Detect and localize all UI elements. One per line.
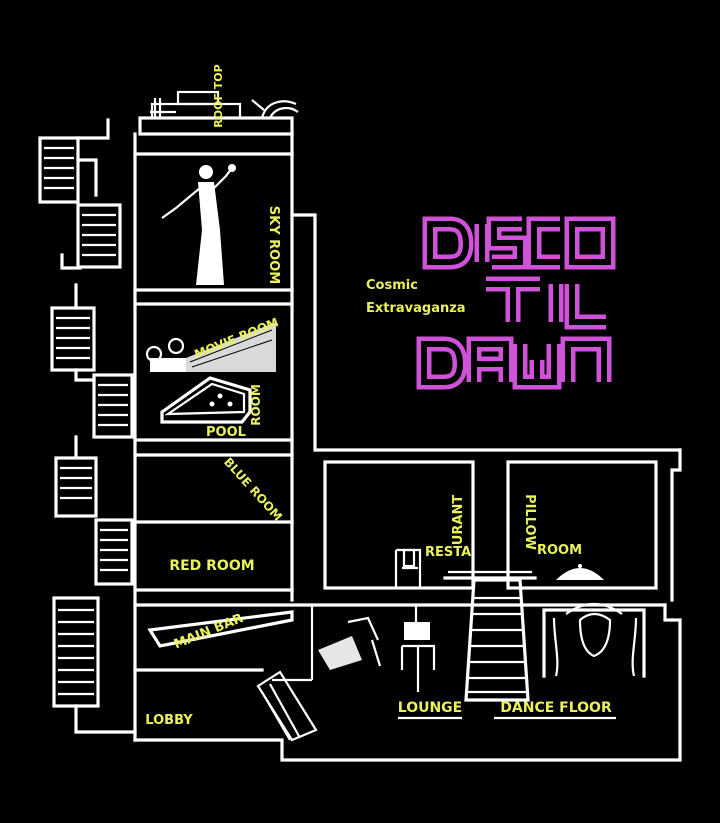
dance-floor-label: DANCE FLOOR: [500, 700, 612, 716]
singer-silhouette: [161, 164, 236, 285]
lounge-label: LOUNGE: [398, 700, 462, 716]
title-dawn: [416, 336, 612, 390]
tagline-line-1: Cosmic: [366, 278, 418, 293]
restaurant-label-a: RESTA: [425, 545, 471, 560]
restaurant-label-b: URANT: [451, 495, 466, 546]
lobby-label: LOBBY: [145, 713, 193, 728]
pillow-label-b: ROOM: [537, 543, 582, 558]
left-stair-column: [38, 118, 137, 734]
title-til: [486, 276, 606, 330]
red-room-label: RED ROOM: [169, 558, 254, 574]
upper-right-rooms: [323, 460, 658, 590]
roof-structure: [138, 90, 299, 136]
tower-walls: [133, 132, 682, 742]
pool-room-label: ROOM: [249, 384, 263, 426]
roof-top-label: ROOF TOP: [212, 64, 225, 127]
pool-table: [160, 376, 252, 424]
title-line-1: DISCO: [520, 245, 523, 247]
pool-label: POOL: [206, 425, 246, 440]
movie-projector: [145, 322, 276, 372]
ground-floor: [133, 578, 682, 762]
pillow-label-a: PILLOW: [522, 494, 537, 550]
tagline-line-2: Extravaganza: [366, 301, 466, 316]
sky-room-label: SKY ROOM: [266, 206, 281, 284]
title-disco: [422, 216, 616, 270]
blue-room-label: BLUE ROOM: [221, 455, 285, 524]
title-line-2: TIL: [540, 305, 542, 307]
